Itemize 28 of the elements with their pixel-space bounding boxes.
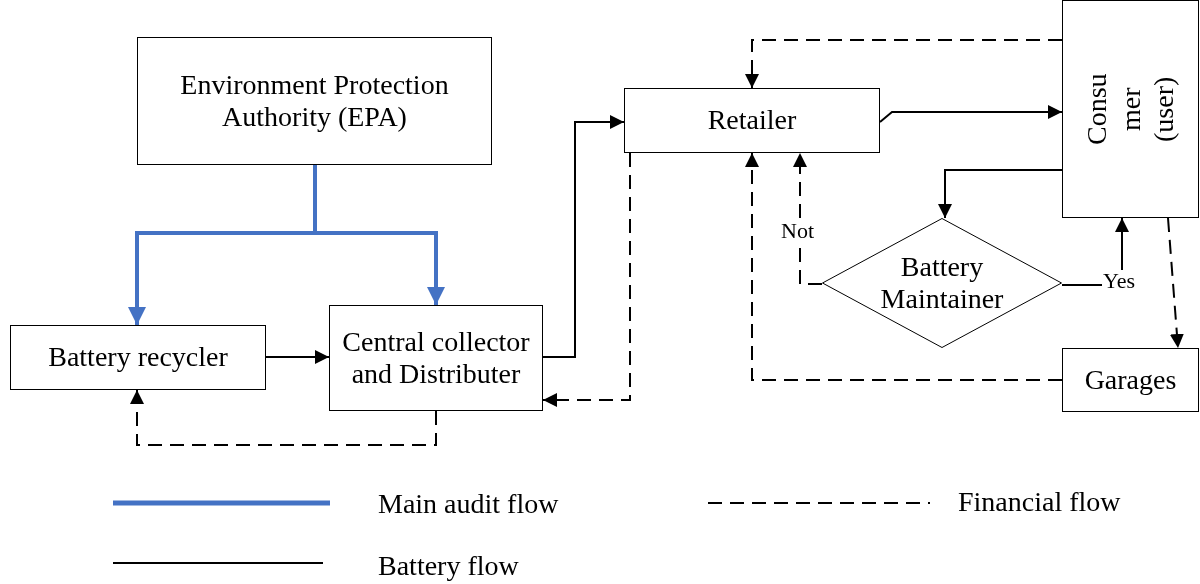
arrow (879, 105, 1063, 123)
legend-label: Financial flow (958, 486, 1121, 518)
node-label: Consu mer (user) (1080, 72, 1181, 147)
process-box (10, 325, 266, 390)
decision-diamond (822, 218, 1062, 348)
legend-label: Battery flow (378, 550, 519, 582)
process-box (1062, 0, 1199, 218)
arrow (745, 39, 1063, 89)
arrow (1167, 217, 1184, 349)
process-box (137, 37, 492, 165)
node-label: Battery recycler (47, 341, 229, 374)
arrow (938, 169, 1063, 219)
node-label: Retailer (706, 104, 798, 137)
arrow (542, 152, 631, 407)
node-label: Battery Maintainer (879, 250, 1005, 316)
arrow (793, 152, 823, 285)
arrow (542, 115, 625, 358)
arrow (313, 165, 445, 305)
arrow (265, 350, 330, 364)
arrow (130, 389, 437, 446)
node-label: Central collector and Distributer (341, 325, 531, 391)
node-label: Garages (1083, 363, 1178, 397)
legend-label: Main audit flow (378, 488, 559, 520)
node-label: Environment Protection Authority (EPA) (179, 68, 450, 134)
process-box (329, 305, 543, 411)
process-box (624, 88, 880, 153)
arrow (745, 152, 1063, 381)
process-box (1062, 348, 1199, 412)
